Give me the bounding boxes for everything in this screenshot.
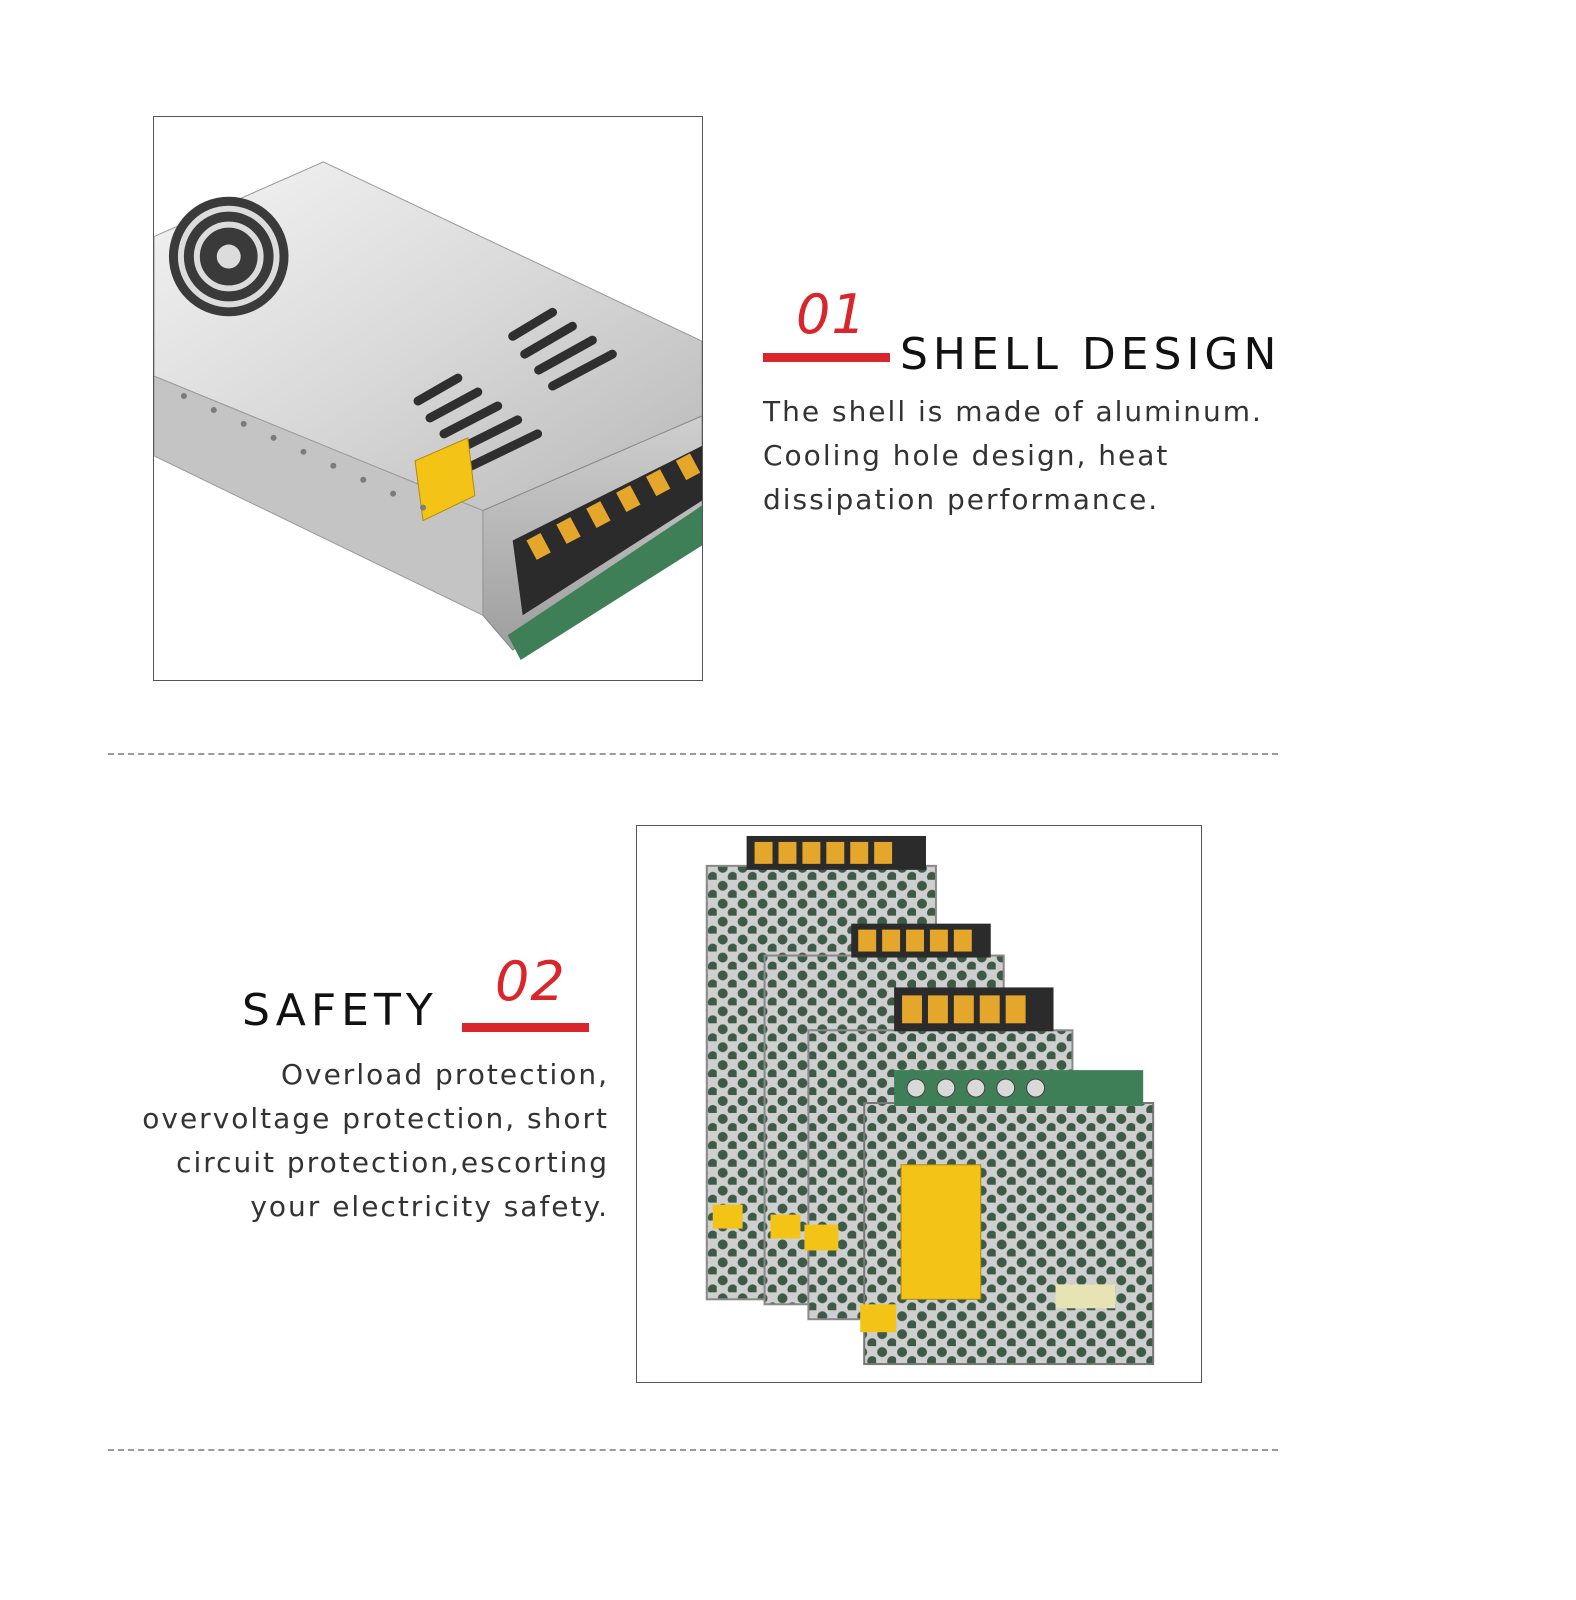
section-divider	[108, 1449, 1278, 1451]
section-title: SAFETY	[242, 985, 438, 1036]
section-title: SHELL DESIGN	[900, 329, 1282, 380]
section-number: 01	[796, 283, 867, 346]
description-line: your electricity safety.	[250, 1190, 609, 1223]
description-line: overvoltage protection, short	[142, 1102, 609, 1135]
description-line: Cooling hole design, heat	[763, 439, 1170, 472]
description-line: circuit protection,escorting	[176, 1146, 609, 1179]
accent-bar	[462, 1023, 589, 1032]
accent-bar	[763, 353, 890, 362]
section-description: Overload protection, overvoltage protect…	[142, 1053, 609, 1229]
description-line: The shell is made of aluminum.	[763, 395, 1263, 428]
section-divider	[108, 753, 1278, 755]
section-description: The shell is made of aluminum. Cooling h…	[763, 390, 1263, 522]
description-line: dissipation performance.	[763, 483, 1160, 516]
safety-image	[636, 825, 1202, 1383]
description-line: Overload protection,	[280, 1058, 609, 1091]
section-number: 02	[495, 950, 566, 1013]
shell-design-image	[153, 116, 703, 681]
